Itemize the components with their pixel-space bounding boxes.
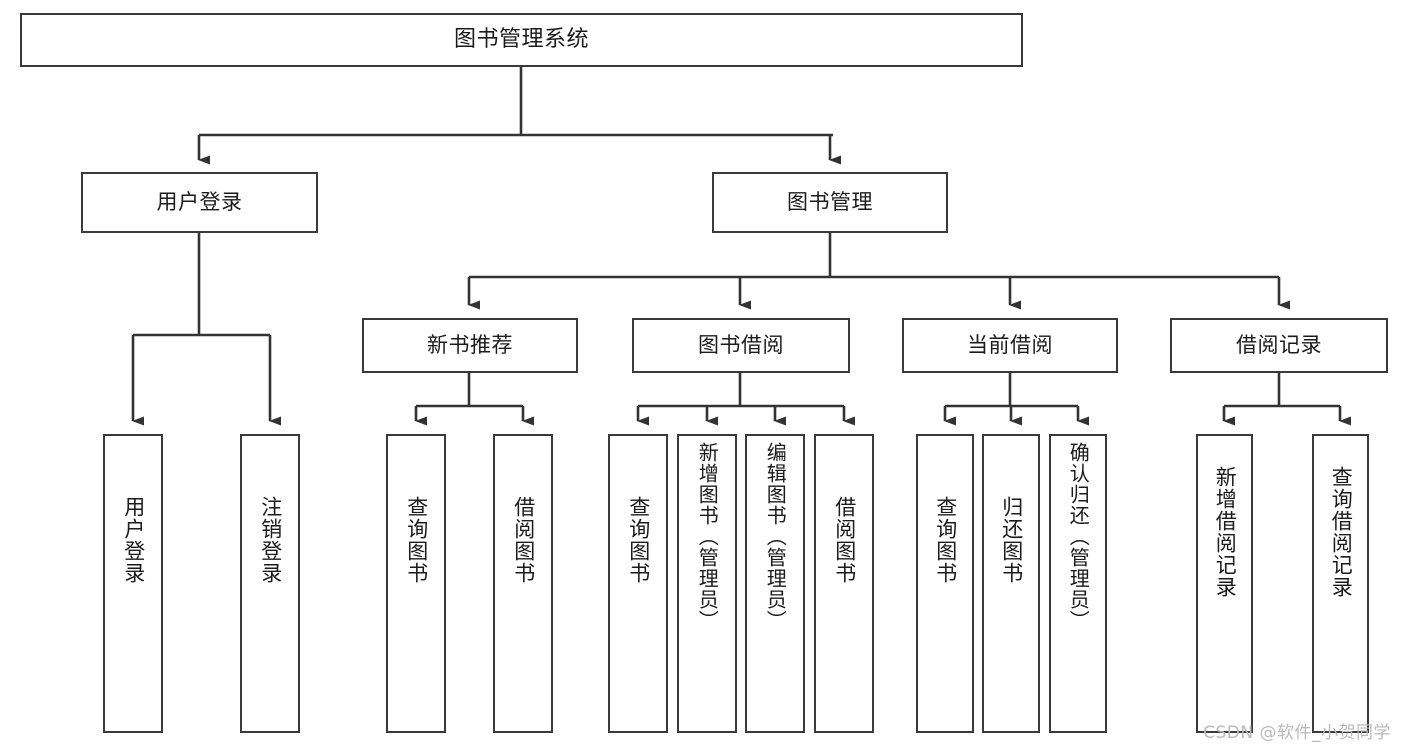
leaf-borrow-book-borrow[interactable]: 借阅图书: [814, 434, 874, 733]
node-label: 新增图书（管理员）: [695, 442, 720, 631]
node-user-login[interactable]: 用户登录: [81, 172, 318, 233]
leaf-query-book-recommend[interactable]: 查询图书: [386, 434, 446, 733]
leaf-logout-login[interactable]: 注销登录: [240, 434, 300, 733]
leaf-confirm-return-admin[interactable]: 确认归还（管理员）: [1049, 434, 1107, 733]
node-borrow-record[interactable]: 借阅记录: [1170, 318, 1388, 373]
node-label: 查询借阅记录: [1329, 466, 1354, 598]
leaf-borrow-book-recommend[interactable]: 借阅图书: [493, 434, 553, 733]
node-label: 归还图书: [999, 496, 1024, 584]
node-label: 用户登录: [156, 190, 243, 215]
leaf-edit-book-admin[interactable]: 编辑图书（管理员）: [745, 434, 805, 733]
node-label: 借阅记录: [1236, 333, 1322, 358]
csdn-watermark: CSDN @软件_小贺同学: [1203, 723, 1391, 743]
node-current-borrow[interactable]: 当前借阅: [902, 318, 1118, 373]
node-label: 查询图书: [404, 496, 429, 584]
node-label: 查询图书: [626, 496, 651, 584]
node-label: 查询图书: [933, 496, 958, 584]
node-label: 新增借阅记录: [1213, 466, 1238, 598]
leaf-add-borrow-record[interactable]: 新增借阅记录: [1196, 434, 1253, 733]
node-label: 编辑图书（管理员）: [763, 442, 788, 631]
node-label: 借阅图书: [511, 496, 536, 584]
node-book-borrow[interactable]: 图书借阅: [632, 318, 850, 373]
node-label: 新书推荐: [427, 333, 513, 358]
leaf-return-book[interactable]: 归还图书: [982, 434, 1040, 733]
node-label: 确认归还（管理员）: [1066, 442, 1091, 631]
node-label: 当前借阅: [967, 333, 1053, 358]
leaf-add-book-admin[interactable]: 新增图书（管理员）: [677, 434, 737, 733]
leaf-user-login[interactable]: 用户登录: [103, 434, 163, 733]
node-label: 图书借阅: [698, 333, 784, 358]
node-new-book-recommend[interactable]: 新书推荐: [362, 318, 578, 373]
leaf-query-book-borrow[interactable]: 查询图书: [608, 434, 668, 733]
node-label: 注销登录: [258, 496, 283, 584]
node-book-management[interactable]: 图书管理: [712, 172, 948, 233]
node-root-book-management-system[interactable]: 图书管理系统: [20, 13, 1023, 67]
node-label: 借阅图书: [832, 496, 857, 584]
leaf-query-book-current[interactable]: 查询图书: [916, 434, 974, 733]
node-label: 图书管理: [787, 190, 873, 215]
leaf-query-borrow-record[interactable]: 查询借阅记录: [1312, 434, 1369, 733]
node-label: 图书管理系统: [453, 27, 589, 53]
node-label: 用户登录: [121, 496, 146, 584]
